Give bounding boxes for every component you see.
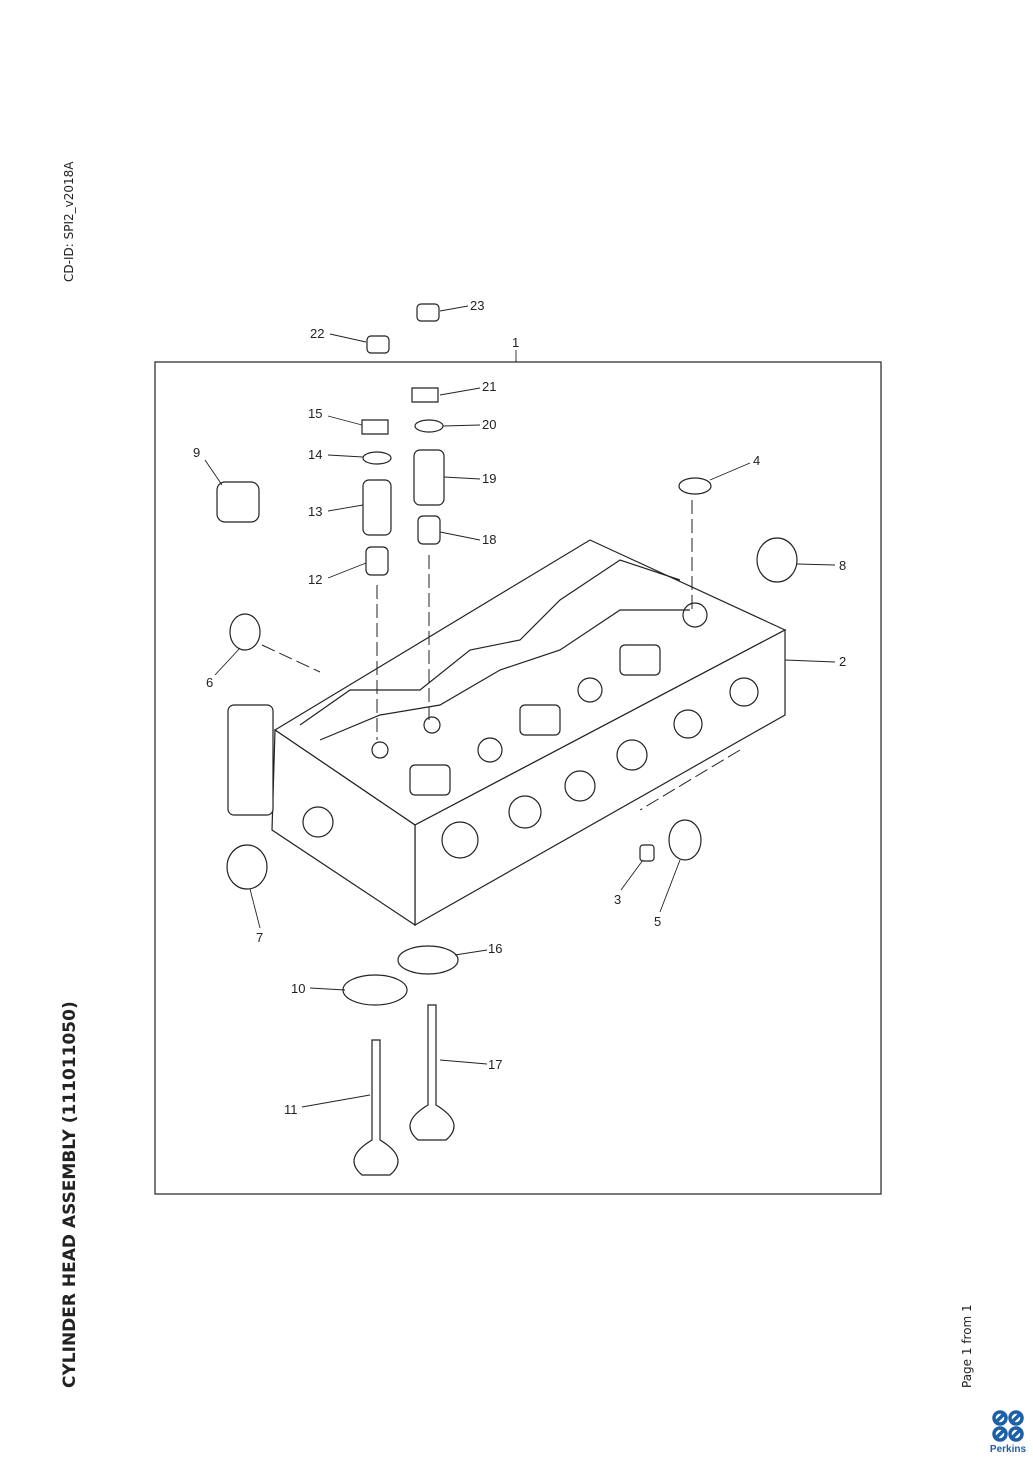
assembly-lines (261, 500, 741, 811)
callout-19: 19 (482, 471, 496, 486)
callout-6: 6 (206, 675, 213, 690)
callout-10: 10 (291, 981, 305, 996)
callout-16: 16 (488, 941, 502, 956)
callout-3: 3 (614, 892, 621, 907)
callout-23: 23 (470, 298, 484, 313)
callout-2: 2 (839, 654, 846, 669)
callout-12: 12 (308, 572, 322, 587)
callout-17: 17 (488, 1057, 502, 1072)
leader-lines (204, 305, 836, 1108)
assembly-frame (154, 361, 882, 1195)
callout-13: 13 (308, 504, 322, 519)
callout-9: 9 (193, 445, 200, 460)
perkins-wordmark: Perkins (989, 1444, 1027, 1455)
callout-4: 4 (753, 453, 760, 468)
callout-7: 7 (256, 930, 263, 945)
callout-14: 14 (308, 447, 322, 462)
callout-labels: 1 2 3 4 5 6 7 8 9 10 11 12 13 14 15 16 1… (193, 298, 846, 1117)
callout-20: 20 (482, 417, 496, 432)
callout-15: 15 (308, 406, 322, 421)
callout-22: 22 (310, 326, 324, 341)
callout-21: 21 (482, 379, 496, 394)
callout-5: 5 (654, 914, 661, 929)
cylinder-head (227, 539, 787, 927)
perkins-logo: Perkins (986, 1410, 1030, 1455)
perkins-emblem-icon (992, 1410, 1024, 1442)
valve-parts (216, 303, 798, 1176)
callout-1: 1 (512, 335, 519, 350)
callout-18: 18 (482, 532, 496, 547)
callout-8: 8 (839, 558, 846, 573)
callout-11: 11 (284, 1102, 298, 1117)
